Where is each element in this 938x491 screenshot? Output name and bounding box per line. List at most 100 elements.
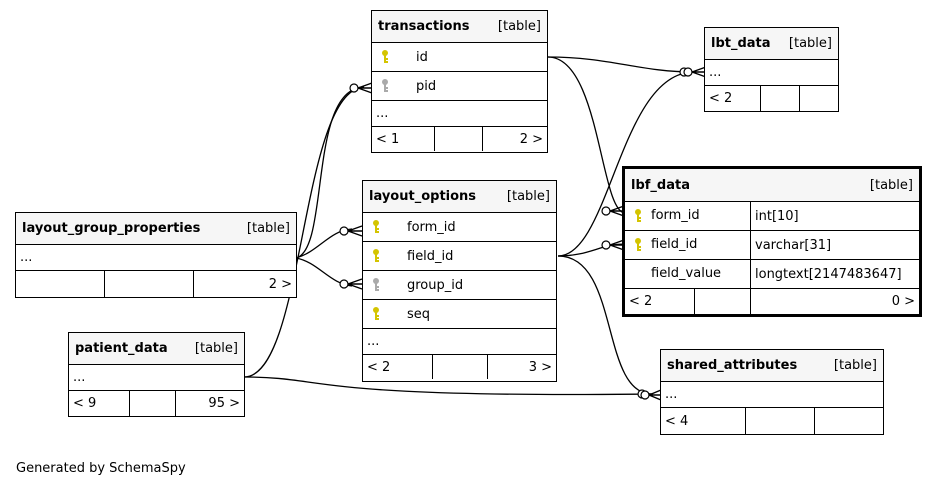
crows-foot-marker	[347, 225, 363, 237]
column-name: form_id	[407, 219, 456, 235]
column-name: field_value	[651, 266, 722, 281]
column-type: varchar[31]	[755, 237, 832, 253]
edge-patient-transactions	[243, 86, 365, 378]
table-kind: [table]	[194, 341, 238, 356]
table-kind: [table]	[246, 221, 290, 236]
column-name: group_id	[407, 277, 464, 293]
crows-foot-marker	[357, 82, 373, 94]
table-footer: < 9 95 >	[69, 391, 244, 416]
rows-count	[435, 127, 483, 151]
table-header: patient_data [table]	[69, 333, 244, 365]
rows-count	[761, 86, 800, 111]
generated-by-caption: Generated by SchemaSpy	[16, 461, 186, 476]
children-count: 2 >	[519, 131, 543, 147]
column-type: longtext[2147483647]	[755, 266, 902, 282]
column-row[interactable]: field_value longtext[2147483647]	[625, 260, 919, 289]
column-row[interactable]: field_id varchar[31]	[625, 231, 919, 260]
table-header: lbt_data [table]	[705, 28, 838, 60]
table-kind: [table]	[833, 358, 877, 373]
column-name: pid	[416, 78, 437, 94]
foreign-key-icon	[371, 271, 381, 299]
more-columns-row: ...	[661, 382, 883, 408]
parents-count: < 9	[69, 391, 130, 416]
crows-foot-marker	[609, 205, 625, 217]
table-footer: < 4	[661, 408, 883, 434]
zero-optional-marker	[339, 226, 349, 236]
edge-lo-lbt-data	[557, 71, 695, 257]
children-count: 95 >	[208, 396, 240, 411]
table-kind: [table]	[506, 189, 550, 204]
column-row[interactable]: field_id	[363, 242, 556, 271]
table-lbt-data[interactable]: lbt_data [table] ... < 2	[704, 27, 839, 112]
column-row[interactable]: form_id	[363, 213, 556, 242]
table-patient-data[interactable]: patient_data [table] ... < 9 95 >	[68, 332, 245, 417]
table-footer: < 1 2 >	[372, 127, 547, 151]
table-footer: 2 >	[16, 271, 296, 297]
column-row[interactable]: form_id int[10]	[625, 202, 919, 231]
column-row[interactable]: pid	[372, 72, 547, 101]
rows-count	[130, 391, 176, 416]
crows-foot-marker	[347, 278, 363, 290]
table-name: lbt_data	[711, 36, 771, 51]
table-transactions[interactable]: transactions [table] id pid ... < 1 2 >	[371, 10, 548, 153]
table-shared-attributes[interactable]: shared_attributes [table] ... < 4	[660, 349, 884, 435]
table-header: layout_group_properties [table]	[16, 213, 296, 245]
column-name: field_id	[407, 248, 454, 264]
zero-optional-marker	[683, 67, 693, 77]
table-name: shared_attributes	[667, 358, 798, 373]
table-kind: [table]	[869, 177, 913, 193]
children-count: 2 >	[268, 276, 292, 292]
rows-count	[433, 355, 488, 379]
children-count: 3 >	[528, 359, 552, 375]
column-row[interactable]: group_id	[363, 271, 556, 300]
zero-optional-marker	[640, 390, 650, 400]
ellipsis: ...	[20, 250, 33, 265]
table-footer: < 2 3 >	[363, 355, 556, 379]
ellipsis: ...	[73, 370, 86, 385]
column-name: id	[416, 49, 428, 65]
table-header: layout_options [table]	[363, 181, 556, 213]
column-type: int[10]	[755, 208, 799, 224]
edge-patient-shared-attributes	[243, 376, 653, 396]
edge-lo-shared-attributes	[557, 255, 653, 395]
column-name: field_id	[651, 237, 698, 252]
parents-count: < 4	[661, 408, 746, 434]
crows-foot-marker	[648, 389, 662, 401]
crows-foot-marker	[609, 239, 625, 251]
primary-key-icon	[371, 300, 381, 328]
table-header: shared_attributes [table]	[661, 350, 883, 382]
table-header: lbf_data [table]	[625, 169, 919, 202]
table-kind: [table]	[788, 36, 832, 51]
column-name: form_id	[651, 208, 700, 223]
edge-transactions-lbt-data	[547, 56, 695, 73]
table-name: lbf_data	[631, 177, 690, 193]
table-kind: [table]	[497, 19, 541, 34]
table-layout-group-properties[interactable]: layout_group_properties [table] ... 2 >	[15, 212, 297, 298]
table-footer: < 2 0 >	[625, 289, 919, 314]
more-columns-row: ...	[705, 60, 838, 86]
column-row[interactable]: id	[372, 43, 547, 72]
children-count: 0 >	[891, 294, 915, 309]
crows-foot-marker	[691, 66, 707, 78]
primary-key-icon	[371, 213, 381, 241]
zero-optional-marker	[339, 279, 349, 289]
parents-count: < 2	[363, 355, 433, 379]
primary-key-icon	[380, 43, 390, 71]
primary-key-icon	[633, 208, 643, 228]
children-count	[815, 408, 883, 434]
zero-optional-marker	[601, 240, 611, 250]
primary-key-icon	[371, 242, 381, 270]
table-layout-options[interactable]: layout_options [table] form_id field_id …	[362, 180, 557, 382]
more-columns-row: ...	[372, 101, 547, 127]
more-columns-row: ...	[69, 365, 244, 391]
table-name: patient_data	[75, 341, 168, 356]
table-footer: < 2	[705, 86, 838, 111]
more-columns-row: ...	[363, 329, 556, 355]
more-columns-row: ...	[16, 245, 296, 271]
foreign-key-icon	[380, 72, 390, 100]
column-row[interactable]: seq	[363, 300, 556, 329]
parents-count: < 1	[372, 127, 435, 151]
ellipsis: ...	[367, 334, 380, 349]
table-lbf-data[interactable]: lbf_data [table] form_id int[10] field_i…	[622, 166, 922, 317]
